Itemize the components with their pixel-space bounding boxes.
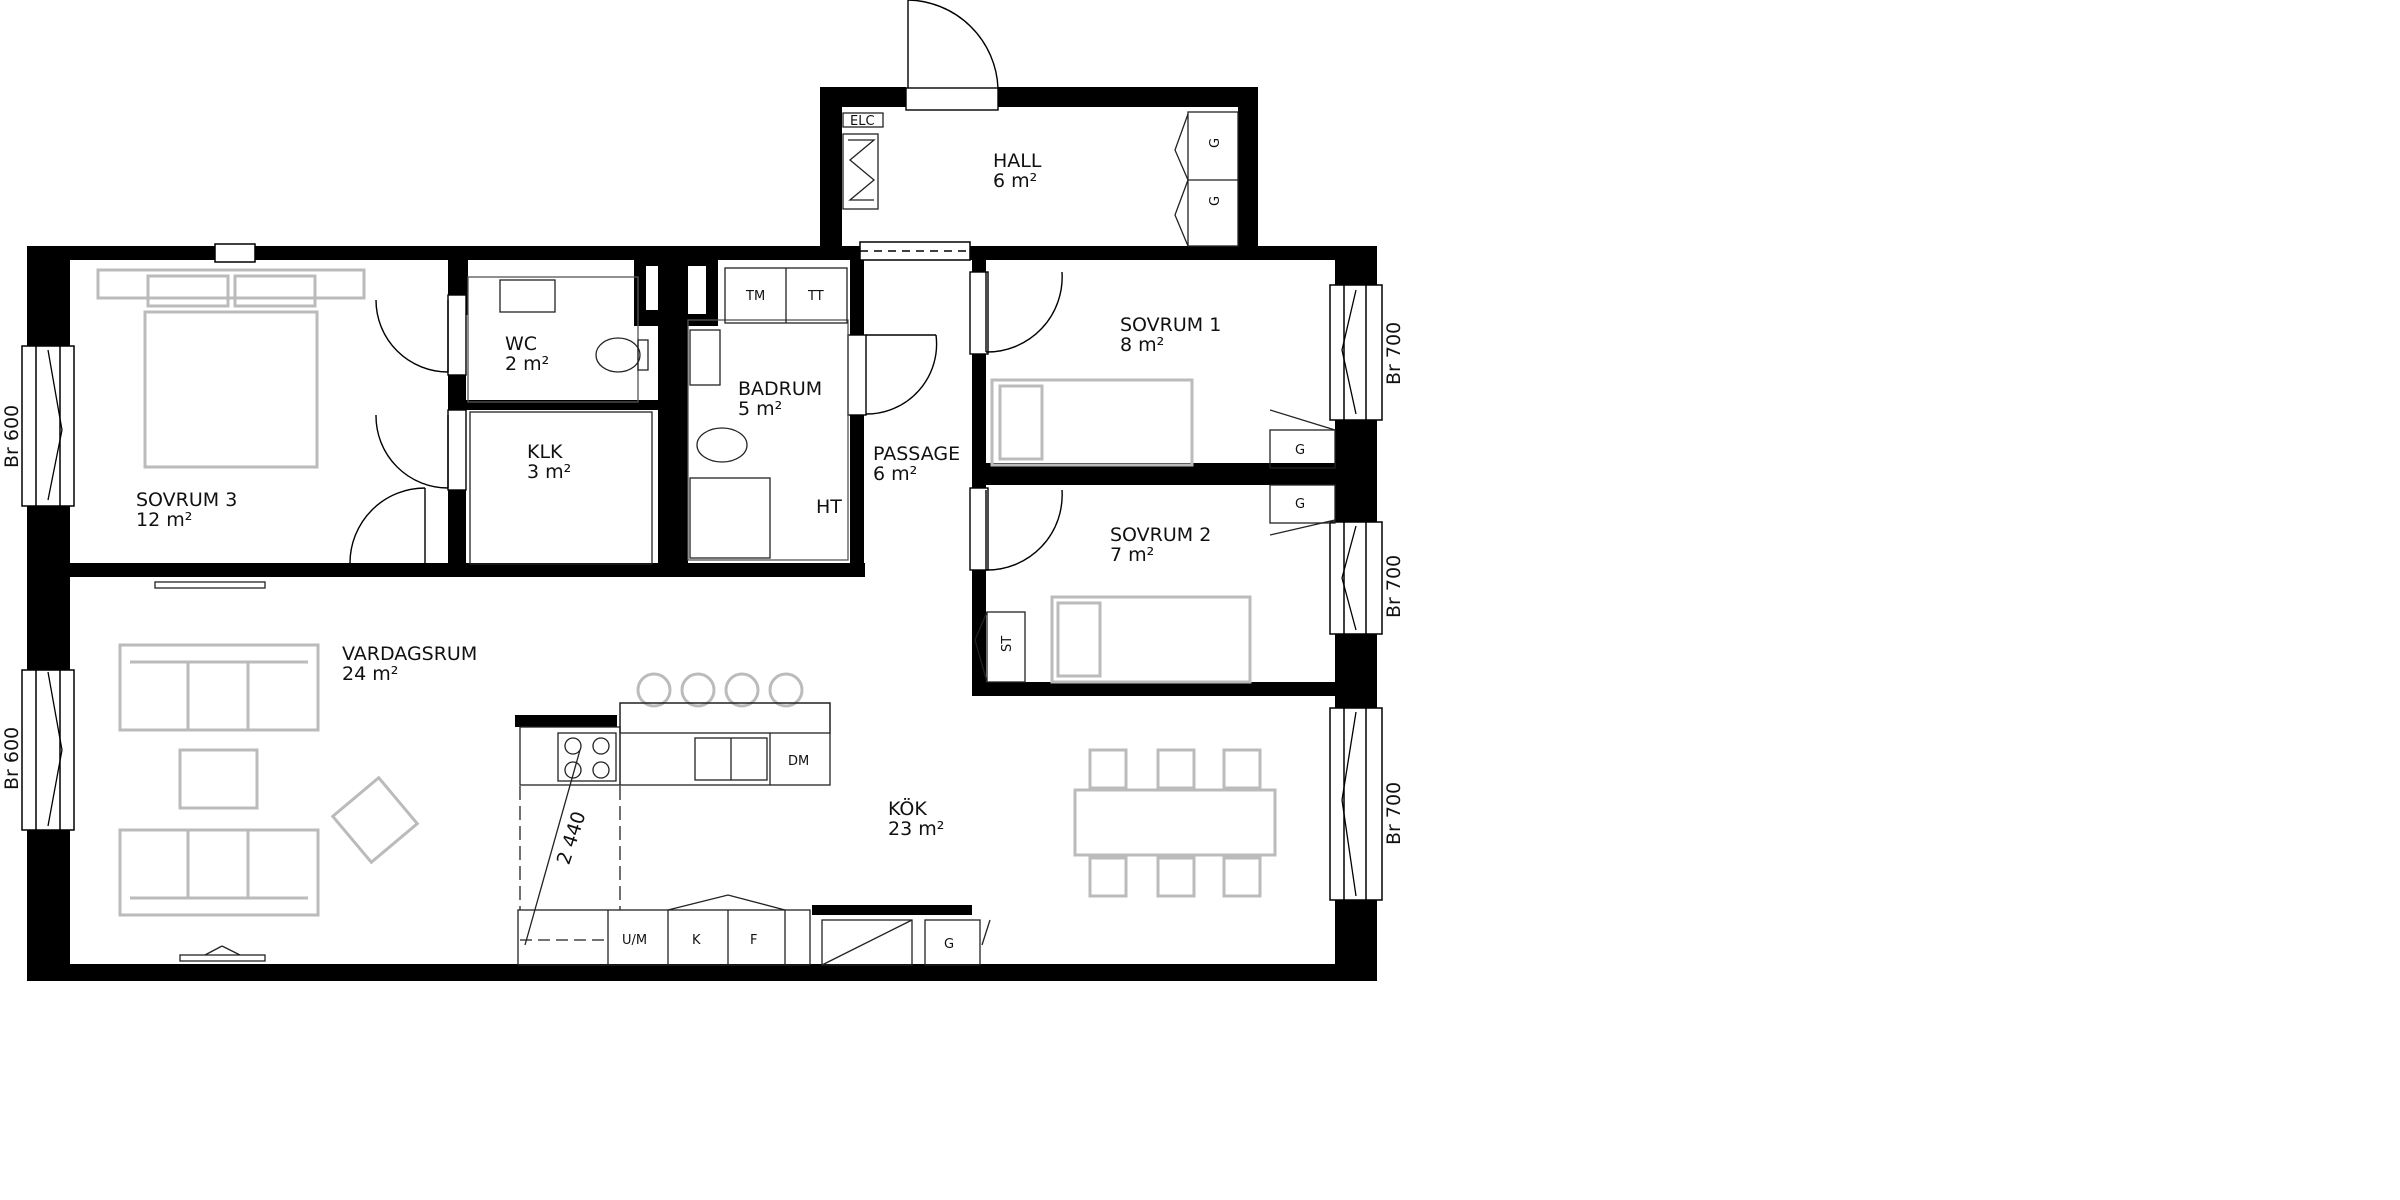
room-sovrum1-name: SOVRUM 1 — [1120, 314, 1221, 336]
room-sovrum1-area: 8 m² — [1120, 334, 1164, 356]
window-width-right-3: Br 700 — [1383, 782, 1405, 845]
room-passage-area: 6 m² — [873, 463, 917, 485]
room-sovrum2-name: SOVRUM 2 — [1110, 524, 1211, 546]
room-badrum-area: 5 m² — [738, 398, 782, 420]
furniture — [96, 268, 1277, 917]
k-label: K — [692, 933, 701, 948]
room-kok-name: KÖK — [888, 797, 927, 820]
room-sovrum3-area: 12 m² — [136, 509, 192, 531]
fixtures — [154, 111, 1336, 966]
room-kok-area: 23 m² — [888, 818, 944, 840]
room-hall-area: 6 m² — [993, 170, 1037, 192]
f-label: F — [750, 933, 757, 948]
window-width-right-2: Br 700 — [1383, 555, 1405, 618]
um-label: U/M — [622, 933, 647, 948]
room-wc-name: WC — [505, 333, 537, 355]
windows — [21, 241, 1383, 901]
tm-label: TM — [745, 289, 765, 304]
room-klk-area: 3 m² — [527, 461, 571, 483]
hall-wardrobe-label-2: G — [1208, 196, 1223, 206]
dm-label: DM — [788, 754, 809, 769]
ht-label: HT — [816, 496, 842, 518]
window-width-right-1: Br 700 — [1383, 322, 1405, 385]
room-hall-name: HALL — [993, 150, 1042, 172]
tt-label: TT — [807, 289, 824, 304]
window-width-left-top: Br 600 — [1, 405, 23, 468]
room-vardagsrum-area: 24 m² — [342, 663, 398, 685]
st-label: ST — [1000, 636, 1015, 652]
dimension-label: 2 440 — [553, 809, 591, 868]
symbol-labels: ELC G G TM TT HT G G ST DM U/M K F G — [622, 114, 1305, 952]
sovrum2-wardrobe-label: G — [1295, 497, 1305, 512]
doors — [349, 0, 1063, 571]
hall-wardrobe-label-1: G — [1208, 138, 1223, 148]
room-badrum-name: BADRUM — [738, 378, 822, 400]
walls — [27, 87, 1377, 981]
room-wc-area: 2 m² — [505, 353, 549, 375]
room-passage-name: PASSAGE — [873, 443, 960, 465]
room-labels: HALL 6 m² SOVRUM 1 8 m² SOVRUM 2 7 m² SO… — [136, 150, 1221, 840]
room-vardagsrum-name: VARDAGSRUM — [342, 643, 477, 665]
window-width-left-bottom: Br 600 — [1, 727, 23, 790]
room-sovrum2-area: 7 m² — [1110, 544, 1154, 566]
sovrum1-wardrobe-label: G — [1295, 443, 1305, 458]
elc-label: ELC — [850, 114, 875, 129]
room-klk-name: KLK — [527, 441, 563, 463]
kitchen-wardrobe-label: G — [944, 937, 954, 952]
room-sovrum3-name: SOVRUM 3 — [136, 489, 237, 511]
window-sashes — [47, 289, 1357, 897]
